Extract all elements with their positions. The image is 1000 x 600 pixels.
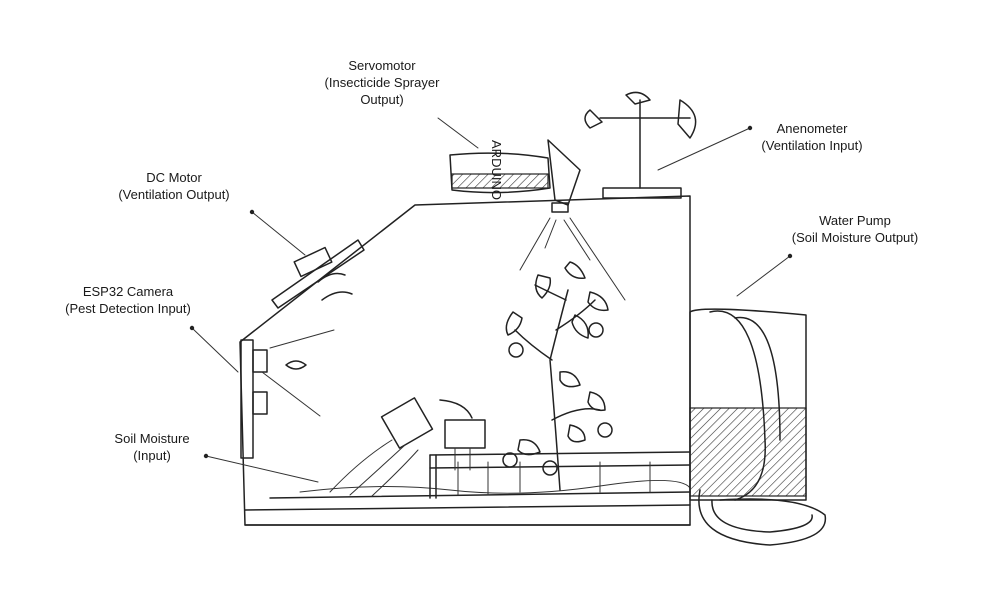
soil-label-line1: Soil Moisture — [114, 431, 189, 446]
anemometer — [585, 92, 696, 198]
water-pump-label-line1: Water Pump — [819, 213, 891, 228]
label-dc-motor: DC Motor (Ventilation Output) — [118, 170, 229, 202]
servo-body-text: ARDUINO — [489, 140, 504, 200]
camera-label-line1: ESP32 Camera — [83, 284, 174, 299]
label-anemometer: Anenometer (Ventilation Input) — [761, 121, 862, 153]
anemometer-label-line2: (Ventilation Input) — [761, 138, 862, 153]
label-servomotor: Servomotor (Insecticide Sprayer Output) — [325, 58, 441, 107]
water-pump — [690, 309, 825, 545]
camera-label-line2: (Pest Detection Input) — [65, 301, 191, 316]
label-water-pump: Water Pump (Soil Moisture Output) — [792, 213, 918, 245]
soil-moisture-sensor — [330, 398, 485, 496]
servo-label-line3: Output) — [360, 92, 403, 107]
label-esp32-camera: ESP32 Camera (Pest Detection Input) — [65, 284, 191, 316]
soil-label-line2: (Input) — [133, 448, 171, 463]
label-soil-moisture: Soil Moisture (Input) — [114, 431, 189, 463]
dc-motor-label-line1: DC Motor — [146, 170, 202, 185]
servo-label-line1: Servomotor — [348, 58, 416, 73]
dc-motor — [272, 240, 364, 308]
servo-label-line2: (Insecticide Sprayer — [325, 75, 441, 90]
dc-motor-label-line2: (Ventilation Output) — [118, 187, 229, 202]
esp32-camera — [241, 330, 334, 458]
greenhouse-enclosure — [240, 196, 690, 525]
anemometer-label-line1: Anenometer — [777, 121, 848, 136]
water-pump-label-line2: (Soil Moisture Output) — [792, 230, 918, 245]
tomato-plant — [503, 262, 612, 490]
